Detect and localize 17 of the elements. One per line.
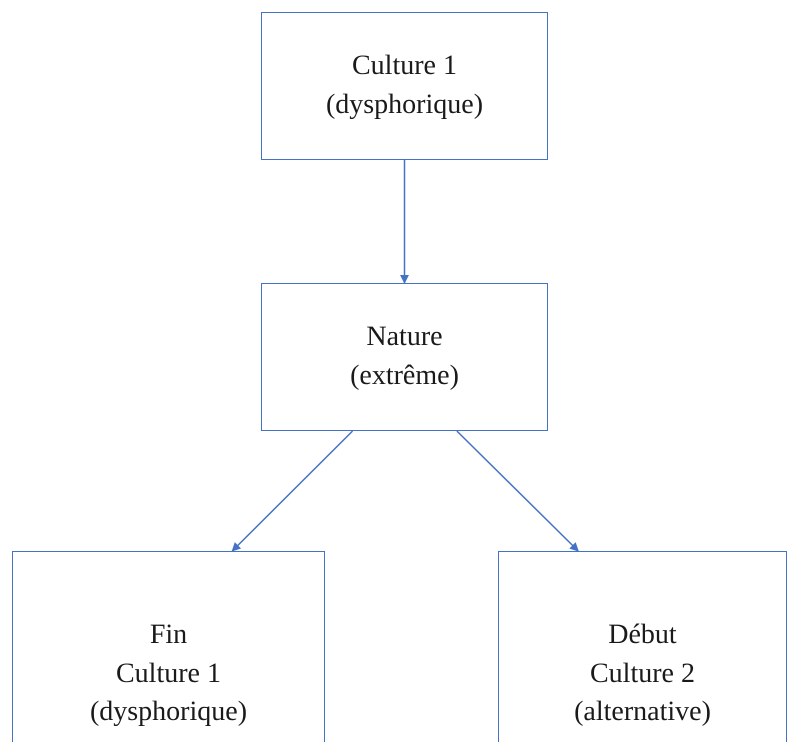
process-box — [261, 283, 548, 431]
box-text: Culture 1 — [116, 656, 221, 691]
box-text: (extrême) — [350, 359, 459, 393]
arrow — [456, 430, 579, 552]
process-box — [261, 12, 548, 160]
arrow — [232, 430, 354, 552]
box-text: Nature — [366, 320, 443, 354]
process-box — [498, 551, 787, 742]
box-text: (alternative) — [574, 695, 711, 730]
box-text: Début — [608, 618, 677, 652]
box-text: (dysphorique) — [326, 88, 484, 122]
box-text: (dysphorique) — [90, 695, 248, 730]
box-text: Culture 1 — [352, 49, 457, 84]
box-text: Fin — [150, 618, 188, 652]
arrow — [400, 160, 409, 284]
process-box — [12, 551, 325, 742]
box-text: Culture 2 — [590, 656, 695, 691]
